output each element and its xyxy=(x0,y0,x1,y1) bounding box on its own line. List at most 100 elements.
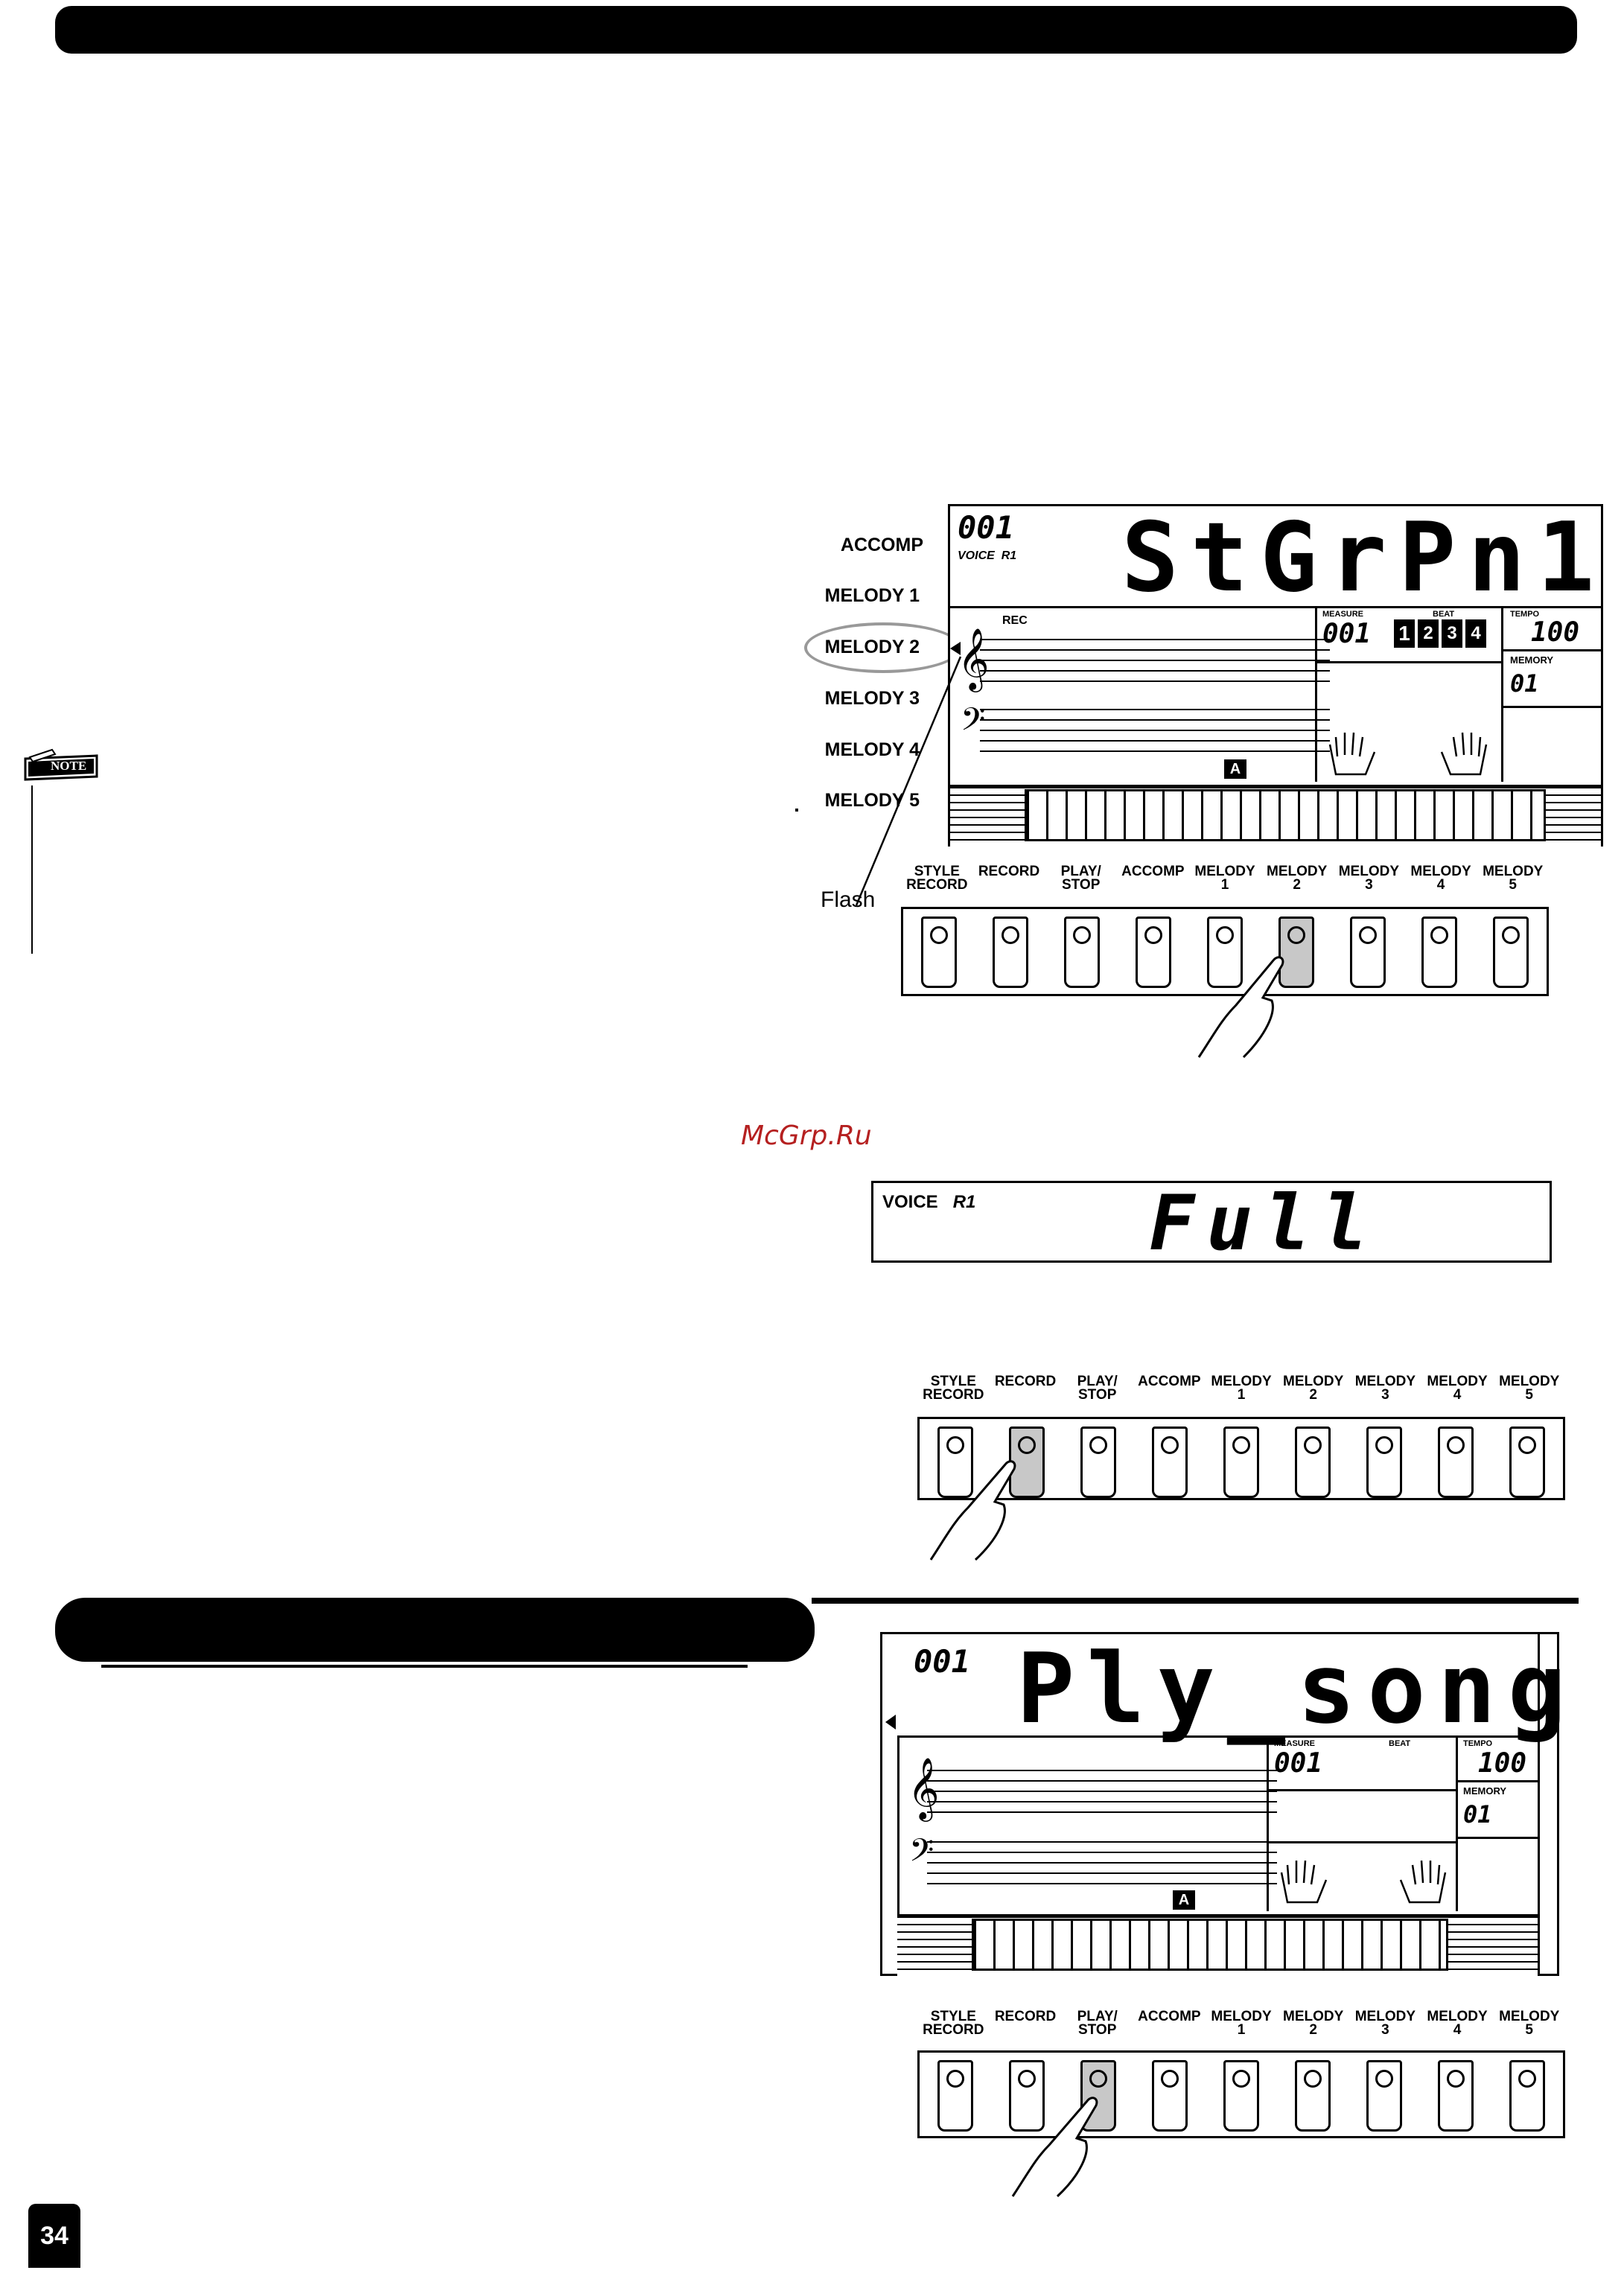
staff-line xyxy=(980,740,1330,742)
melody-1-button[interactable] xyxy=(1223,2060,1259,2132)
melody-5-button[interactable] xyxy=(1509,1427,1545,1498)
lcd3-main-text: Ply_song xyxy=(1016,1632,1579,1745)
lcd3-right-panel-border xyxy=(1267,1735,1269,1911)
beat-2: 2 xyxy=(1418,619,1439,648)
accomp-button[interactable] xyxy=(1152,1427,1188,1498)
staff-line xyxy=(980,649,1330,651)
beat-1: 1 xyxy=(1394,619,1415,648)
staff-line xyxy=(980,730,1330,731)
label-accomp: ACCOMP xyxy=(1138,1374,1201,1389)
section-bar xyxy=(55,1598,815,1662)
treble-clef-icon: 𝄞 xyxy=(958,627,990,689)
bass-clef-icon: 𝄢 xyxy=(961,701,986,746)
button-panel-3-labels: STYLE RECORD RECORD PLAY/ STOP ACCOMP ME… xyxy=(917,2009,1565,2050)
lcd1-tempo-divider xyxy=(1501,606,1503,782)
style-record-button[interactable] xyxy=(921,917,957,988)
lcd1-memory-value: 01 xyxy=(1510,669,1539,698)
staff-line xyxy=(927,1801,1277,1802)
melody-4-button[interactable] xyxy=(1421,917,1457,988)
accomp-button[interactable] xyxy=(1152,2060,1188,2132)
lcd1-memory-label: MEMORY xyxy=(1510,654,1554,666)
led-icon xyxy=(1447,2070,1465,2088)
led-icon xyxy=(1518,2070,1536,2088)
led-icon xyxy=(1518,1436,1536,1454)
led-icon xyxy=(1232,1436,1250,1454)
melody-3-button[interactable] xyxy=(1350,917,1386,988)
hands-icon xyxy=(1274,1850,1453,1910)
side-label-melody-1: MELODY 1 xyxy=(824,585,920,606)
led-icon xyxy=(930,926,948,944)
lcd1-main-text: StGrPn1 xyxy=(1121,503,1607,613)
label-style-record: STYLE RECORD xyxy=(923,2009,984,2038)
melody-3-button[interactable] xyxy=(1366,2060,1402,2132)
button-panel-2: STYLE RECORD RECORD PLAY/ STOP ACCOMP ME… xyxy=(917,1374,1565,1500)
led-icon xyxy=(1447,1436,1465,1454)
play-stop-button[interactable] xyxy=(1080,1427,1116,1498)
staff-line xyxy=(927,1780,1277,1782)
led-icon xyxy=(1430,926,1448,944)
label-melody-3: MELODY 3 xyxy=(1354,2009,1416,2038)
staff-line xyxy=(927,1811,1277,1813)
melody-2-button[interactable] xyxy=(1278,917,1314,988)
label-melody-5: MELODY 5 xyxy=(1499,1374,1560,1403)
label-accomp: ACCOMP xyxy=(1138,2009,1201,2024)
melody-4-button[interactable] xyxy=(1438,2060,1474,2132)
melody-1-button[interactable] xyxy=(1207,917,1243,988)
label-melody-1: MELODY 1 xyxy=(1211,2009,1272,2038)
melody-3-button[interactable] xyxy=(1366,1427,1402,1498)
label-accomp: ACCOMP xyxy=(1121,864,1185,879)
label-melody-3: MELODY 3 xyxy=(1338,864,1399,893)
staff-line xyxy=(927,1841,1277,1843)
melody-2-button[interactable] xyxy=(1295,1427,1331,1498)
led-icon xyxy=(1375,1436,1393,1454)
led-icon xyxy=(1161,2070,1179,2088)
melody-2-button[interactable] xyxy=(1295,2060,1331,2132)
label-melody-2: MELODY 2 xyxy=(1267,864,1328,893)
lcd1-keyboard xyxy=(1025,789,1546,841)
accomp-button[interactable] xyxy=(1136,917,1171,988)
lcd3-beat-label: BEAT xyxy=(1389,1739,1411,1748)
melody-4-button[interactable] xyxy=(1438,1427,1474,1498)
led-icon xyxy=(946,2070,964,2088)
lcd3-measure-label: MEASURE xyxy=(1274,1739,1316,1748)
lcd3-tempo-hr xyxy=(1456,1780,1538,1782)
button-panel-2-labels: STYLE RECORD RECORD PLAY/ STOP ACCOMP ME… xyxy=(917,1374,1565,1417)
lcd3-a-badge: A xyxy=(1173,1890,1195,1910)
label-melody-4: MELODY 4 xyxy=(1410,864,1471,893)
style-record-button[interactable] xyxy=(937,1427,973,1498)
record-button[interactable] xyxy=(993,917,1028,988)
led-icon xyxy=(1002,926,1019,944)
led-icon xyxy=(1144,926,1162,944)
staff-line xyxy=(980,709,1330,710)
label-melody-1: MELODY 1 xyxy=(1211,1374,1272,1403)
style-record-button[interactable] xyxy=(937,2060,973,2132)
pointing-hand-icon xyxy=(929,1460,1016,1561)
lcd1-rec: REC xyxy=(1002,614,1028,627)
button-row-3 xyxy=(917,2050,1565,2138)
label-style-record: STYLE RECORD xyxy=(923,1374,984,1403)
pointing-hand-icon xyxy=(1011,2097,1098,2198)
melody-5-button[interactable] xyxy=(1493,917,1529,988)
lcd3-divider xyxy=(897,1735,1539,1738)
staff-line xyxy=(980,750,1330,752)
flash-label: Flash xyxy=(821,887,876,912)
lcd3-hands-divider xyxy=(1267,1841,1456,1843)
lcd1-divider xyxy=(950,606,1601,608)
label-melody-4: MELODY 4 xyxy=(1427,1374,1488,1403)
play-stop-button[interactable] xyxy=(1064,917,1100,988)
record-button[interactable] xyxy=(1009,2060,1045,2132)
led-icon xyxy=(1018,2070,1036,2088)
lcd3-memory-hr xyxy=(1456,1837,1538,1839)
melody-5-button[interactable] xyxy=(1509,2060,1545,2132)
led-icon xyxy=(1304,1436,1322,1454)
led-icon xyxy=(1232,2070,1250,2088)
melody-1-button[interactable] xyxy=(1223,1427,1259,1498)
led-icon xyxy=(1089,2070,1107,2088)
lcd3-measure-value: 001 xyxy=(1274,1748,1323,1779)
led-icon xyxy=(1089,1436,1107,1454)
staff-line xyxy=(927,1791,1277,1792)
lcd2-voice-label: VOICE R1 xyxy=(882,1192,976,1212)
lcd3-marker xyxy=(885,1715,896,1730)
label-record: RECORD xyxy=(994,1374,1057,1389)
lcd1-memory-hr xyxy=(1501,706,1602,708)
